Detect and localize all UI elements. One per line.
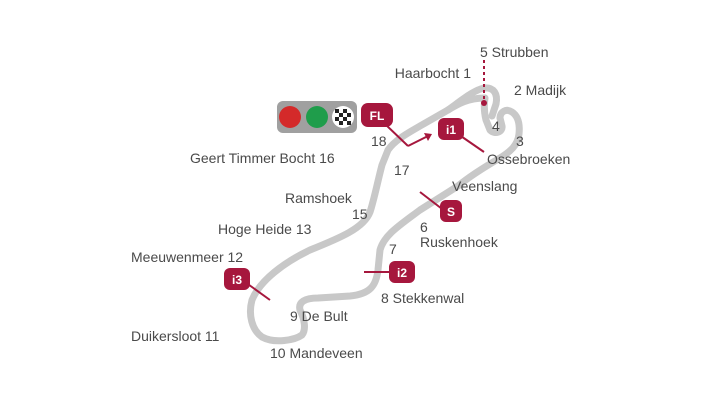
corner-5-label: 5 Strubben [480,44,549,60]
corner-18-label: 18 [371,133,387,149]
intermediate-1-marker: i1 [438,118,464,140]
corner-12-label: Meeuwenmeer 12 [131,249,243,265]
corner-17-label: 17 [394,162,410,178]
intermediate-1-label: i1 [446,123,456,137]
veenslang-label: Veenslang [452,178,517,194]
corner-16-label: Geert Timmer Bocht 16 [190,150,335,166]
corner-3-name: Ossebroeken [487,151,570,167]
corner-2-label: 2 Madijk [514,82,567,98]
corner-1-label: Haarbocht 1 [395,65,471,81]
intermediate-3-marker: i3 [224,268,250,290]
corner-15-label: 15 [352,206,368,222]
corner-13-label: Hoge Heide 13 [218,221,312,237]
finish-line-connector [384,123,409,147]
speed-trap-label: S [447,205,455,219]
track-outline [246,94,523,345]
intermediate-2-marker: i2 [389,261,415,283]
corner-6-name: Ruskenhoek [420,234,499,250]
corner-7-label: 7 [389,241,397,257]
corner-14-label: Ramshoek [285,190,353,206]
corner-6-label: 6 [420,219,428,235]
corner-9-label: 9 De Bult [290,308,348,324]
start-lights-icon [277,101,357,133]
corner-8-label: 8 Stekkenwal [381,290,464,306]
corner-4-label: 4 [492,118,500,134]
finish-line-marker: FL [361,103,393,127]
pit-line-dot [481,100,487,106]
arrow-icon [424,133,432,141]
corner-11-label: Duikersloot 11 [131,328,220,344]
corner-10-label: 10 Mandeveen [270,345,363,361]
track-hairpin-top [444,84,500,120]
intermediate-3-label: i3 [232,273,242,287]
checkered-flag-icon [332,106,354,128]
speed-trap-marker: S [440,200,462,222]
intermediate-2-label: i2 [397,266,407,280]
finish-line-arrow [407,135,429,147]
finish-line-label: FL [370,109,385,123]
corner-3-label: 3 [516,133,524,149]
